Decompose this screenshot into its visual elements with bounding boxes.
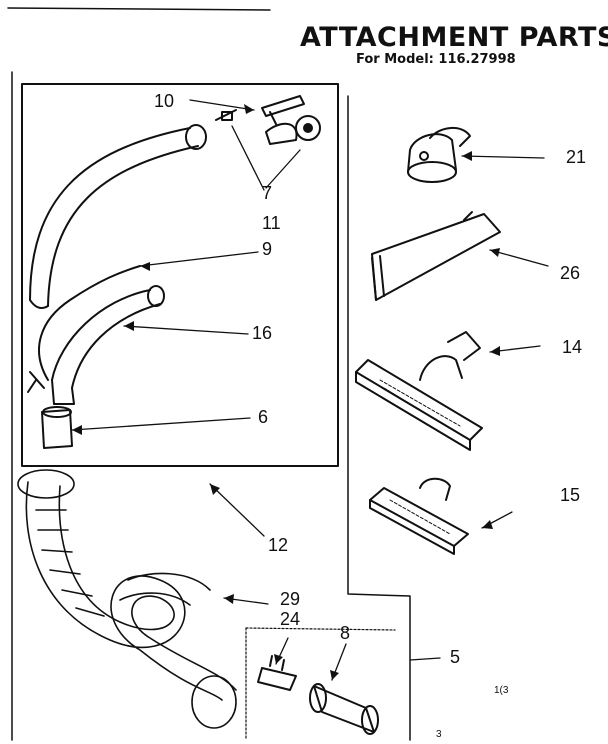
arrowhead (490, 248, 500, 257)
screw-part-11 (215, 109, 237, 121)
callout-21: 21 (566, 147, 587, 167)
arrowhead (490, 346, 500, 356)
floor-brush-part-14 (355, 331, 483, 451)
callout-15: 15 (560, 485, 581, 505)
callout-5: 5 (450, 647, 461, 667)
page-bottom-mark: 3 (436, 729, 442, 740)
adapter-part-8 (309, 683, 379, 735)
cord-plug (27, 371, 45, 393)
swivel-part-7 (265, 115, 321, 145)
lower-wand-part-16 (51, 285, 165, 405)
upholstery-tool-part-15 (369, 477, 469, 555)
arrowhead (482, 520, 493, 529)
callout-6: 6 (258, 407, 269, 427)
dusting-brush-part-21 (407, 127, 471, 183)
callout-24: 24 (280, 609, 301, 629)
crevice-tool-part-26 (371, 211, 501, 301)
arrowhead (140, 262, 150, 271)
hose-group-box (21, 83, 339, 467)
curved-wand-part (29, 124, 207, 309)
callout-8: 8 (340, 623, 351, 643)
arrowhead (72, 425, 82, 435)
callout-10: 10 (154, 91, 175, 111)
parts-24-8-box (245, 627, 396, 741)
diagram-title: ATTACHMENT PARTS (300, 22, 608, 53)
arrowhead (330, 670, 339, 680)
arrowhead (274, 654, 283, 664)
arrowhead (462, 151, 472, 161)
callout-26: 26 (560, 263, 581, 283)
arrowhead (244, 104, 254, 114)
callout-29: 29 (280, 589, 301, 609)
callout-11: 11 (262, 213, 281, 233)
callout-16: 16 (252, 323, 273, 343)
model-number: For Model: 116.27998 (356, 52, 516, 67)
callout-12: 12 (268, 535, 289, 555)
cuff-part-6 (41, 406, 73, 449)
cord-part-9 (38, 265, 141, 381)
clip-part-24 (257, 655, 297, 691)
page-corner-code: 1(3 (494, 685, 509, 696)
callout-7: 7 (262, 183, 273, 203)
flexible-hose-part-29 (17, 469, 237, 729)
outer-frame (11, 71, 411, 741)
arrowhead (224, 594, 234, 604)
top-rule-line (7, 7, 271, 11)
clip-part-10 (261, 95, 305, 125)
arrowhead (210, 484, 220, 495)
arrowhead (124, 321, 134, 331)
callout-9: 9 (262, 239, 273, 259)
callout-14: 14 (562, 337, 583, 357)
